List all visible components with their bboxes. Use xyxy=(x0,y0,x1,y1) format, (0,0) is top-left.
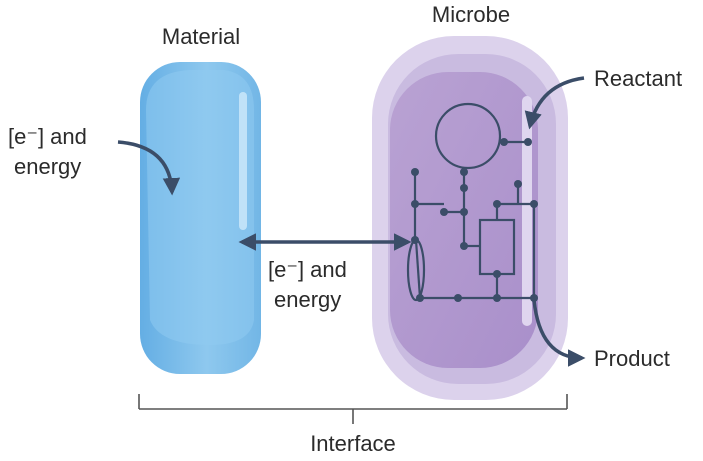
product-arrow xyxy=(532,299,586,367)
interface-bracket xyxy=(138,394,568,424)
material-highlight xyxy=(239,92,247,230)
transfer-energy-label-line1: [e⁻] and xyxy=(268,257,347,282)
material-body xyxy=(140,62,261,374)
reactant-arrow xyxy=(524,76,585,130)
reactant-label: Reactant xyxy=(594,66,683,91)
microbe-label: Microbe xyxy=(431,2,511,27)
input-energy-label-line2: energy xyxy=(14,154,82,179)
transfer-energy-label-line2: energy xyxy=(274,287,342,312)
input-energy-label-line1: [e⁻] and xyxy=(8,124,87,149)
metabolic-pathway xyxy=(406,102,536,302)
interface-label: Interface xyxy=(310,431,396,456)
material-label: Material xyxy=(161,24,241,49)
input-energy-arrow xyxy=(117,140,181,196)
pathway-nodes xyxy=(411,138,538,302)
product-label: Product xyxy=(594,346,670,371)
microbe-highlight xyxy=(522,96,532,326)
microbe-cell xyxy=(372,36,568,400)
